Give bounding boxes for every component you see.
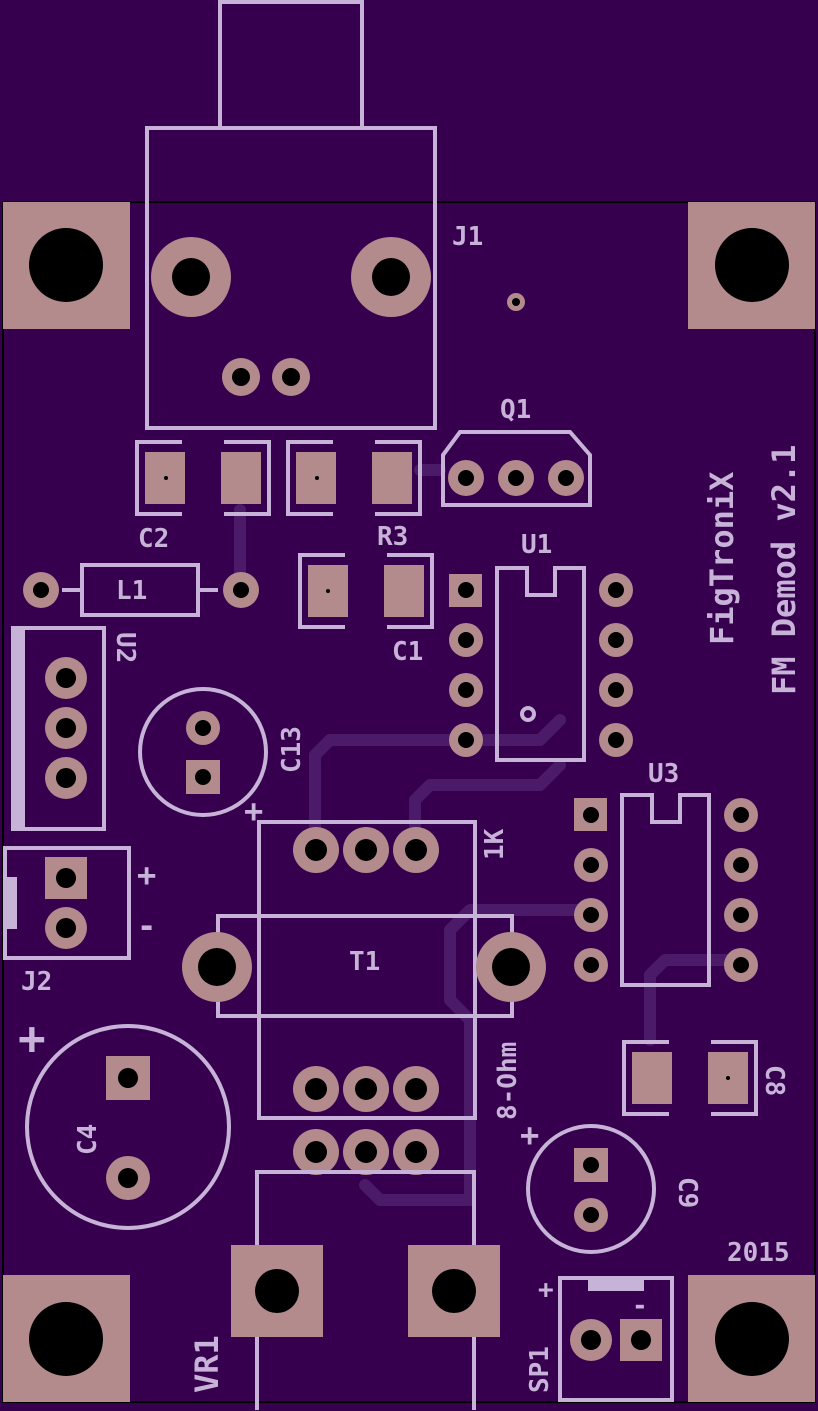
t1-secondary-label: 8-Ohm bbox=[493, 1042, 523, 1120]
mount-hole-bottom-right bbox=[688, 1275, 815, 1402]
c1-label: C1 bbox=[392, 637, 423, 667]
q1-transistor bbox=[441, 430, 592, 507]
j2-plus-mark: + bbox=[137, 856, 156, 894]
brand-text: FigTroniX bbox=[703, 472, 741, 645]
sp1-label: SP1 bbox=[525, 1346, 555, 1393]
u3-ic bbox=[574, 793, 758, 987]
c8-label: C8 bbox=[759, 1065, 789, 1096]
u1-ic bbox=[449, 566, 633, 762]
c4-polarity-mark: + bbox=[18, 1011, 46, 1065]
l1-inductor bbox=[23, 563, 259, 617]
mount-hole-top-left bbox=[3, 202, 130, 329]
j2-label: J2 bbox=[21, 967, 52, 997]
vr1-label: VR1 bbox=[188, 1335, 226, 1393]
c9-label: C9 bbox=[672, 1177, 702, 1208]
r3-resistor bbox=[286, 440, 422, 516]
j2-minus-mark: - bbox=[137, 907, 156, 945]
c8-capacitor bbox=[622, 1040, 758, 1116]
u2-regulator bbox=[11, 626, 106, 831]
via bbox=[507, 293, 525, 311]
c1-capacitor bbox=[298, 553, 434, 629]
c9-polarity-mark: + bbox=[520, 1116, 539, 1154]
c13-label: C13 bbox=[277, 726, 307, 773]
sp1-minus-mark: - bbox=[632, 1291, 648, 1321]
board-outline bbox=[2, 201, 816, 1403]
j1-connector bbox=[145, 0, 437, 430]
sp1-plus-mark: + bbox=[538, 1275, 554, 1305]
c13-capacitor bbox=[138, 687, 268, 817]
mount-hole-top-right bbox=[688, 202, 815, 329]
c2-capacitor bbox=[135, 440, 271, 516]
c4-capacitor bbox=[25, 1024, 231, 1230]
sp1-connector bbox=[558, 1276, 674, 1402]
u2-label: U2 bbox=[110, 632, 140, 663]
u1-label: U1 bbox=[521, 530, 552, 560]
vr1-potentiometer bbox=[231, 1129, 500, 1410]
r3-label: R3 bbox=[377, 522, 408, 552]
j1-label: J1 bbox=[452, 222, 483, 252]
t1-transformer bbox=[182, 820, 546, 1120]
c9-capacitor bbox=[526, 1124, 656, 1254]
board-year: 2015 bbox=[727, 1238, 790, 1268]
c4-label: C4 bbox=[73, 1124, 103, 1155]
j2-connector bbox=[3, 846, 131, 960]
l1-label: L1 bbox=[116, 576, 147, 606]
c2-label: C2 bbox=[138, 524, 169, 554]
board-title: FM Demod v2.1 bbox=[765, 445, 803, 695]
mount-hole-bottom-left bbox=[3, 1275, 130, 1402]
t1-primary-label: 1K bbox=[480, 828, 510, 860]
t1-label: T1 bbox=[349, 947, 380, 977]
u3-label: U3 bbox=[648, 759, 679, 789]
q1-label: Q1 bbox=[500, 395, 531, 425]
